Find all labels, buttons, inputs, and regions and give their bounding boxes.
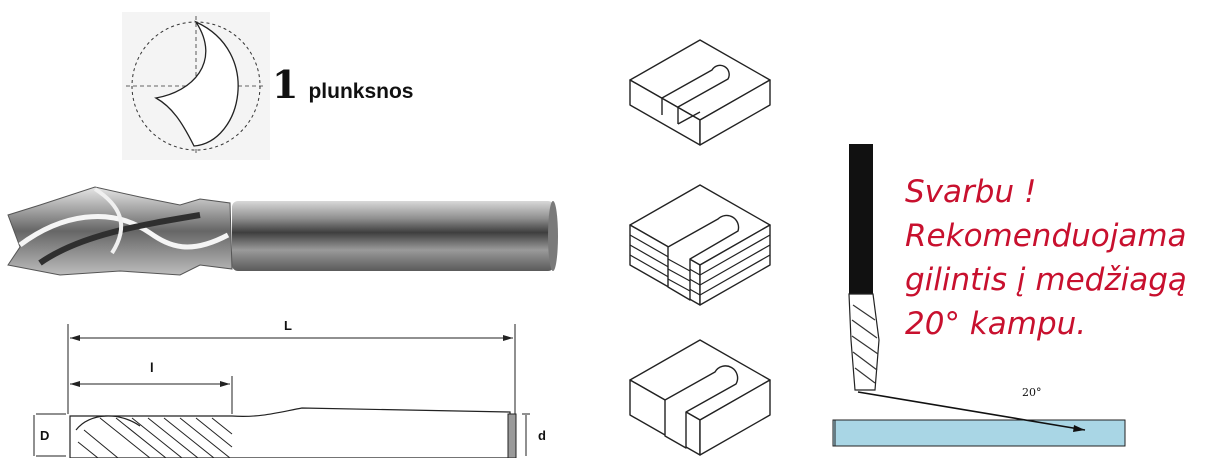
flute-count-label: 1 plunksnos	[272, 62, 413, 107]
note-line-2: Rekomenduojama	[905, 218, 1187, 254]
layered-slotted-block-icon	[629, 184, 771, 306]
slotted-block-icon	[629, 39, 771, 146]
dim-label-overall-length: L	[284, 318, 292, 333]
flute-cross-section-panel	[122, 12, 270, 160]
workpiece-with-angle	[834, 391, 1126, 447]
end-mill-photo	[7, 186, 558, 276]
note-line-4: 20° kampu.	[905, 306, 1087, 342]
plunge-angle-label: 20°	[1022, 386, 1042, 399]
note-line-1: Svarbu !	[905, 174, 1037, 210]
important-note: Svarbu ! Rekomenduojama gilintis į medži…	[905, 170, 1187, 346]
flute-count-word: plunksnos	[308, 80, 414, 103]
end-mill-technical-drawing	[33, 324, 530, 458]
dim-label-cutting-length: l	[150, 360, 154, 375]
note-line-3: gilintis į medžiagą	[905, 262, 1187, 298]
dim-label-shank-diameter: d	[538, 428, 546, 443]
through-slot-block-icon	[629, 339, 771, 456]
dim-label-cut-diameter: D	[40, 428, 50, 443]
flute-cross-section-icon	[126, 16, 266, 156]
flute-count-number: 1	[272, 62, 299, 107]
